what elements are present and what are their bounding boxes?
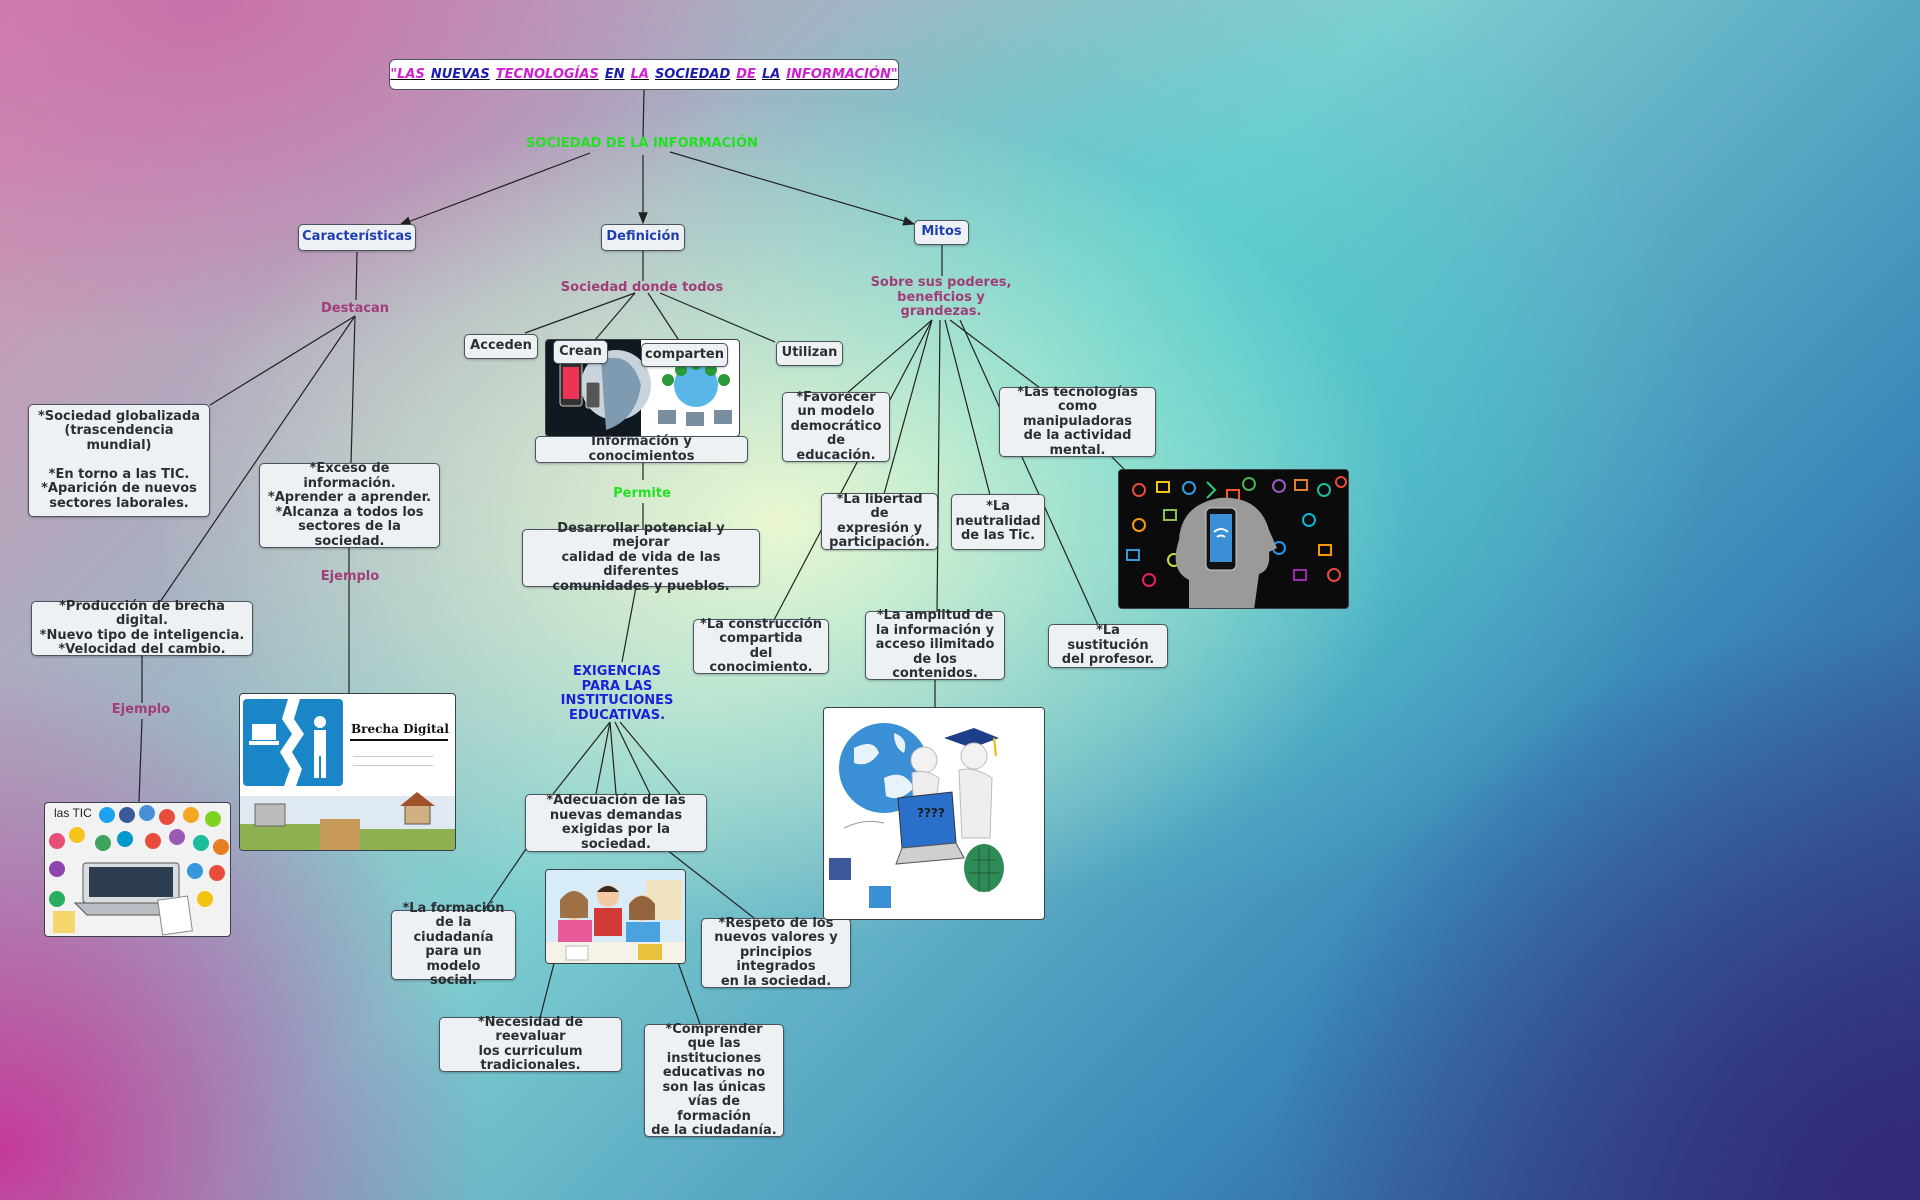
main-title[interactable]: "LAS NUEVAS TECNOLOGÍAS EN LA SOCIEDAD DE LA INF… xyxy=(389,59,899,90)
title-word: DE xyxy=(736,67,756,82)
node-comprender-instituciones[interactable]: *Comprender que las instituciones educat… xyxy=(644,1022,784,1138)
sociedad-label: SOCIEDAD DE LA INFORMACIÓN xyxy=(526,136,758,151)
sobre-label: Sobre sus poderes, beneficios y grandeza… xyxy=(870,275,1012,319)
brecha-digital-illustration: ____________________ ___________________… xyxy=(240,699,455,850)
title-word: INFORMACIÓN" xyxy=(786,67,898,82)
node-amplitud-informacion[interactable]: *La amplitud de la información y acceso … xyxy=(865,609,1005,681)
tic-caption: las TIC xyxy=(54,806,92,820)
svg-text:____________________: ____________________ xyxy=(353,757,433,766)
ejemplo-label-2: Ejemplo xyxy=(111,702,171,717)
node-respeto-valores[interactable]: *Respeto de los nuevos valores y princip… xyxy=(701,916,851,989)
title-word: SOCIEDAD xyxy=(654,67,731,82)
node-informacion-conocimientos[interactable]: Información y conocimientos xyxy=(535,434,748,463)
node-reevaluar-curriculum[interactable]: *Necesidad de reevaluar los curriculum t… xyxy=(439,1015,622,1073)
node-favorecer-modelo[interactable]: *Favorecer un modelo democrático de educ… xyxy=(782,390,890,463)
node-brecha-digital[interactable]: *Producción de brecha digital. *Nuevo ti… xyxy=(31,599,253,657)
globe-laptop-image: ???? xyxy=(823,707,1045,920)
title-word: LA xyxy=(761,67,781,82)
node-formacion-ciudadania[interactable]: *La formación de la ciudadanía para un m… xyxy=(391,901,516,988)
permite-label: Permite xyxy=(613,486,671,501)
head-technology-illustration xyxy=(1126,476,1347,608)
node-comparten[interactable]: comparten xyxy=(641,343,728,367)
node-neutralidad-tic[interactable]: *La neutralidad de las Tic. xyxy=(951,494,1045,550)
node-exceso-informacion[interactable]: *Exceso de información. *Aprender a apre… xyxy=(259,461,440,548)
node-crean[interactable]: Crean xyxy=(553,340,608,364)
laptop-screen-text: ???? xyxy=(917,806,945,820)
node-definicion[interactable]: Definición xyxy=(601,224,685,251)
brecha-digital-image: ____________________ ___________________… xyxy=(239,693,456,851)
node-desarrollar[interactable]: Desarrollar potencial y mejorar calidad … xyxy=(522,521,760,594)
node-utilizan[interactable]: Utilizan xyxy=(776,341,843,366)
children-classroom-image xyxy=(545,869,686,964)
destacan-label: Destacan xyxy=(320,301,390,316)
tic-icons-image: las TIC xyxy=(44,802,231,937)
exigencias-label: EXIGENCIAS PARA LAS INSTITUCIONES EDUCAT… xyxy=(560,664,674,723)
globe-laptop-illustration xyxy=(829,723,1004,908)
title-word: TECNOLOGÍAS xyxy=(495,67,599,82)
node-acceden[interactable]: Acceden xyxy=(464,334,538,359)
sociedad-donde-label: Sociedad donde todos xyxy=(560,280,724,295)
tic-icons-illustration xyxy=(49,805,229,936)
node-construccion-compartida[interactable]: *La construcción compartida del conocimi… xyxy=(693,617,829,675)
node-tecnologias-manipuladoras[interactable]: *Las tecnologías como manipuladoras de l… xyxy=(999,385,1156,458)
ejemplo-label-1: Ejemplo xyxy=(320,569,380,584)
title-word: LA xyxy=(630,67,649,82)
node-sustitucion-profesor[interactable]: *La sustitución del profesor. xyxy=(1048,624,1168,668)
node-mitos[interactable]: Mitos xyxy=(914,220,969,245)
title-word: EN xyxy=(604,67,625,82)
svg-text:____________________: ____________________ xyxy=(353,748,433,757)
title-word: "LAS xyxy=(390,67,425,82)
children-classroom-illustration xyxy=(546,870,685,963)
node-adecuacion[interactable]: *Adecuación de las nuevas demandas exigi… xyxy=(525,793,707,852)
node-sociedad-globalizada[interactable]: *Sociedad globalizada (trascendencia mun… xyxy=(28,404,210,517)
brecha-digital-caption: Brecha Digital xyxy=(351,722,449,736)
head-technology-image xyxy=(1118,469,1349,609)
node-libertad-expresion[interactable]: *La libertad de expresión y participació… xyxy=(821,492,938,550)
title-word: NUEVAS xyxy=(430,67,490,82)
node-caracteristicas[interactable]: Características xyxy=(298,224,416,251)
